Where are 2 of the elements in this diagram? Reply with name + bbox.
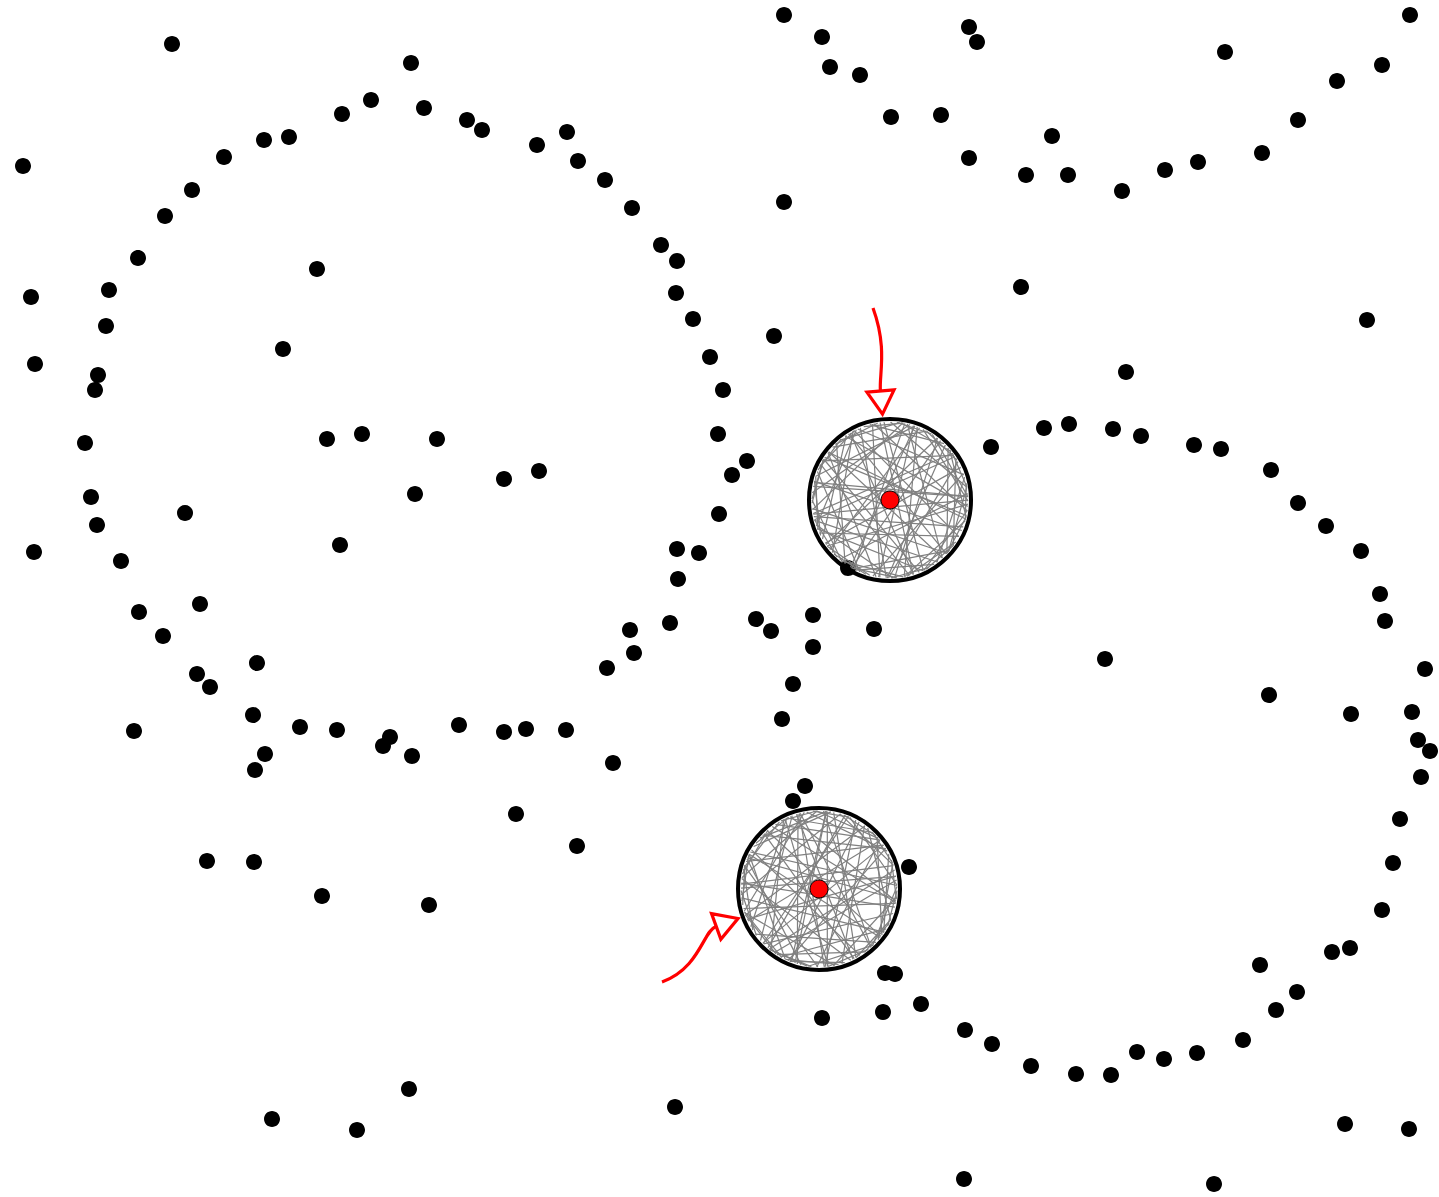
chord-diagram <box>807 417 973 583</box>
chord-diagram <box>736 806 902 972</box>
